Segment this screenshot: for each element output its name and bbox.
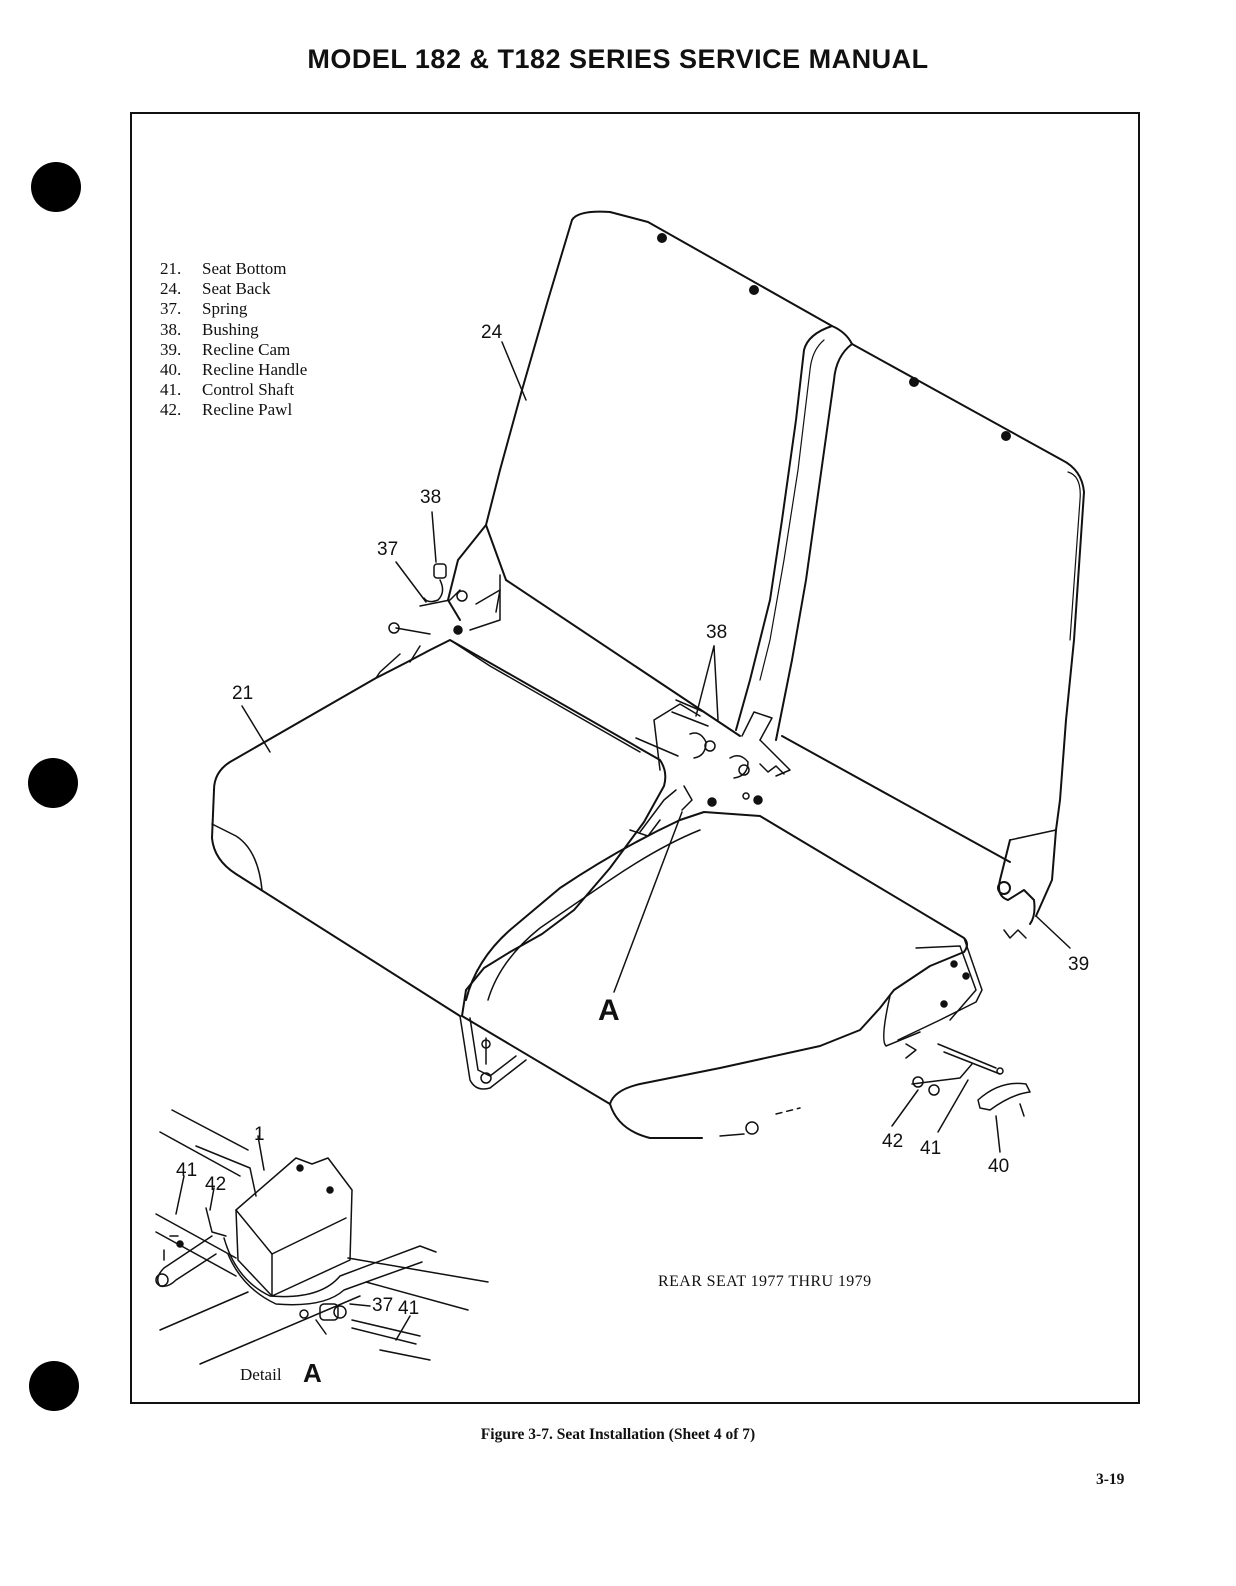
detail-callout-37: 37 [372, 1295, 393, 1316]
right-side-hardware [906, 946, 1030, 1116]
figure-caption: Figure 3-7. Seat Installation (Sheet 4 o… [0, 1426, 1236, 1444]
left-seat-back [448, 212, 832, 730]
detail-callout-42: 42 [205, 1174, 226, 1195]
callout-21: 21 [232, 683, 253, 704]
detail-callout-1: 1 [254, 1124, 265, 1145]
right-seat-back [776, 326, 1084, 938]
detail-callout-41: 41 [176, 1160, 197, 1181]
callout-41: 41 [920, 1138, 941, 1159]
callout-40: 40 [988, 1156, 1009, 1177]
callout-38-center: 38 [706, 622, 727, 643]
callout-A: A [598, 994, 620, 1027]
callout-42: 42 [882, 1131, 903, 1152]
detail-callout-41b: 41 [398, 1298, 419, 1319]
detail-a-inset [156, 1110, 488, 1364]
callout-38-left: 38 [420, 487, 441, 508]
callout-24: 24 [481, 322, 503, 343]
detail-letter: A [303, 1358, 322, 1388]
seat-leg-and-bolts [460, 1016, 800, 1136]
left-seat-bottom [212, 640, 665, 1016]
center-hinge-hardware [630, 700, 790, 836]
seat-back-bottom-edge [506, 580, 1010, 862]
callout-39: 39 [1068, 954, 1089, 975]
page-number: 3-19 [1096, 1471, 1124, 1489]
callout-37: 37 [377, 539, 398, 560]
drawing-label: REAR SEAT 1977 THRU 1979 [658, 1273, 871, 1290]
detail-label: Detail [240, 1365, 282, 1384]
right-seat-bottom [462, 812, 982, 1138]
